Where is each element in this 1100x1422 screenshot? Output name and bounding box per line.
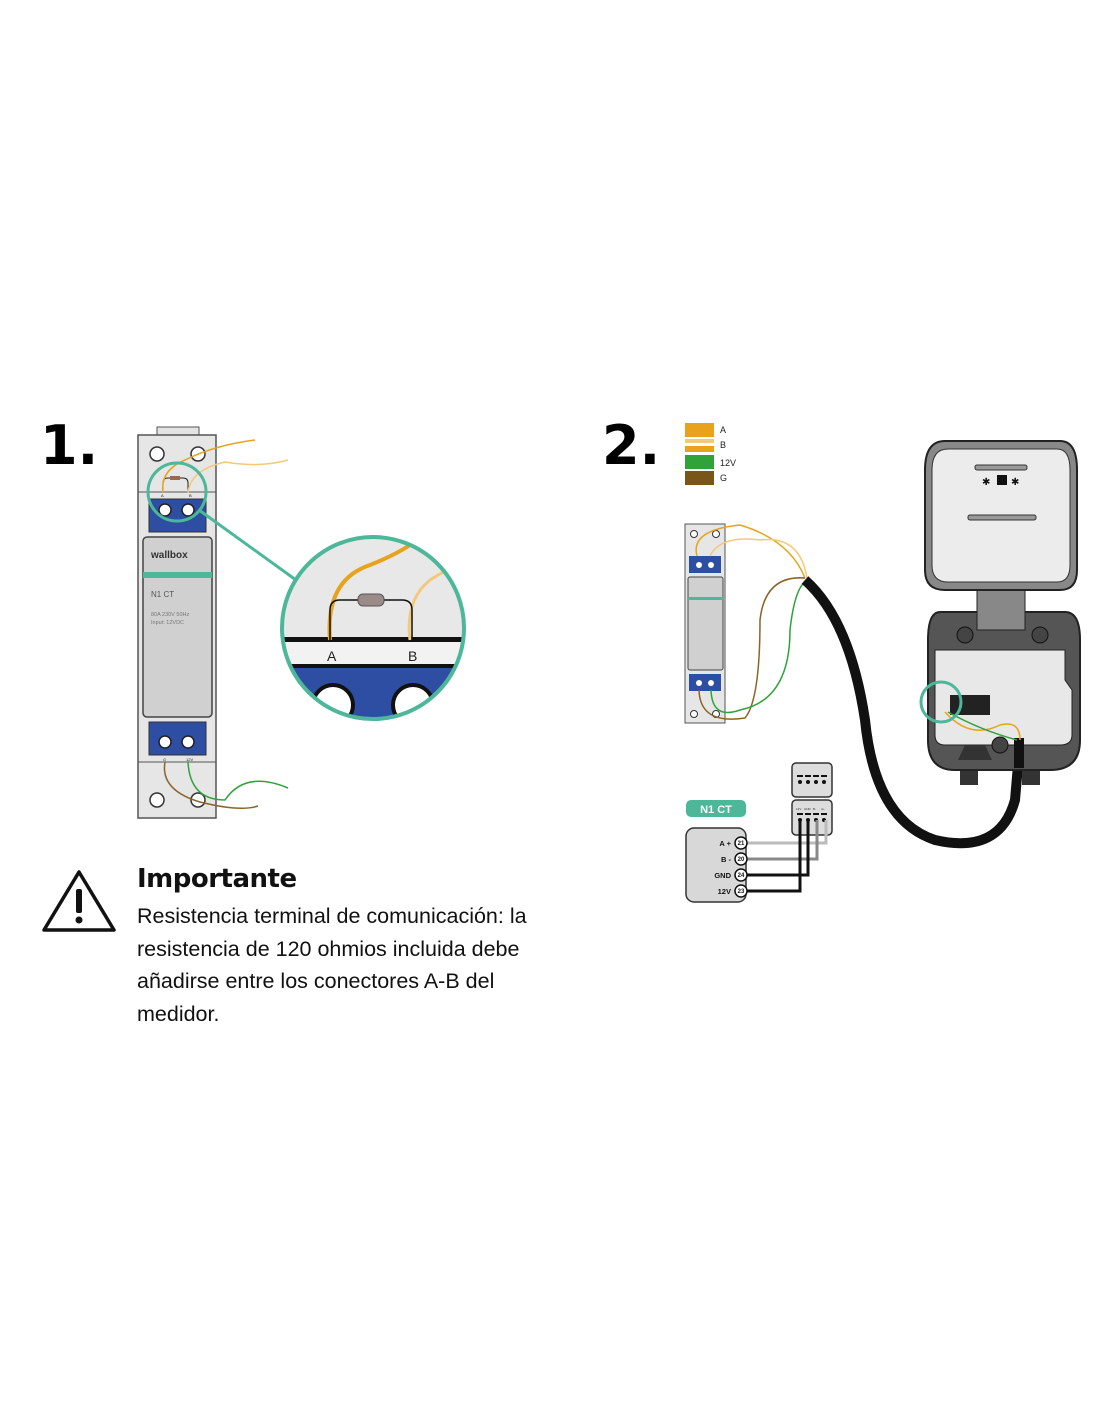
terminal-number: 21 — [738, 841, 745, 847]
meter-model: N1 CT — [151, 590, 174, 599]
step-2-number: 2. — [602, 414, 660, 477]
legend-a: A — [720, 425, 726, 435]
svg-text:✱: ✱ — [982, 477, 990, 488]
connector-label: 12V — [796, 807, 801, 811]
zoom-label-b: B — [408, 648, 417, 664]
connector-label: A+ — [821, 807, 825, 811]
connector-label: GND — [804, 807, 812, 811]
cable — [801, 576, 1025, 849]
n1ct-badge: N1 CT — [700, 804, 732, 816]
terminal-label-12v: 12V — [186, 757, 193, 762]
step-1-number: 1. — [40, 414, 98, 477]
connector-label: B- — [813, 807, 816, 811]
svg-text:✱: ✱ — [1011, 477, 1019, 488]
wire-legend: A B 12V G — [685, 423, 736, 485]
terminal-gnd: GND — [714, 871, 731, 880]
meter-brand: wallbox — [150, 550, 188, 561]
legend-b: B — [720, 440, 726, 450]
legend-g: G — [720, 473, 727, 483]
meter-small — [684, 523, 809, 724]
warning-icon — [42, 870, 116, 932]
terminal-number: 20 — [738, 857, 745, 863]
n1ct-wiring: N1 CT 12V GND B- A+ A + B - GND 12V 21 2… — [685, 762, 833, 903]
meter-spec-1: 80A 230V 50Hz — [151, 612, 189, 618]
terminal-number: 24 — [738, 873, 745, 879]
terminal-label-a: A — [161, 493, 164, 498]
note-title: Importante — [137, 864, 297, 894]
important-note: Importante Resistencia terminal de comun… — [137, 864, 577, 1030]
zoom-label-a: A — [327, 648, 337, 664]
note-body: Resistencia terminal de comunicación: la… — [137, 904, 527, 1026]
terminal-b-minus: B - — [721, 855, 732, 864]
terminal-a-plus: A + — [719, 839, 731, 848]
legend-12v: 12V — [720, 458, 736, 468]
zoom-detail: A B — [280, 535, 466, 721]
charger: ✱✱ — [919, 440, 1081, 785]
meter-spec-2: Input: 12VDC — [151, 620, 184, 626]
terminal-label-g: G — [163, 757, 166, 762]
meter-large: A B wallbox N1 CT 80A 230V 50Hz Input: 1… — [137, 426, 297, 819]
terminal-12v: 12V — [718, 887, 731, 896]
terminal-number: 23 — [738, 889, 745, 895]
terminal-label-b: B — [189, 493, 192, 498]
